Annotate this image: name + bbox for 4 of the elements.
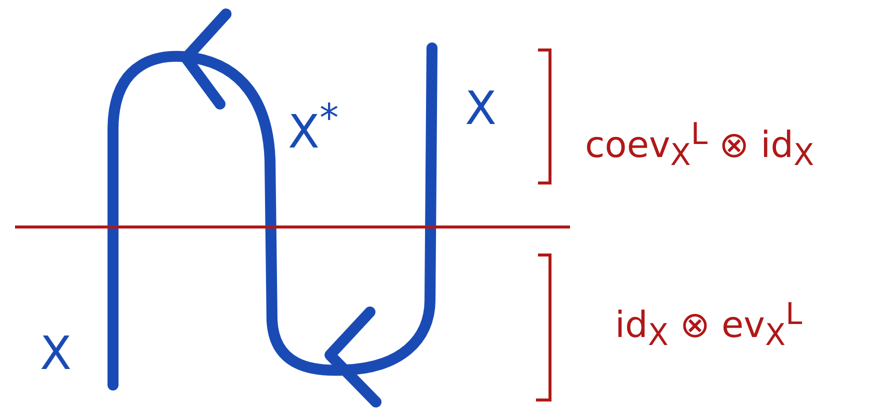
object-label: X [465, 85, 497, 131]
morphism-label: coev$_{X}$$^{L}$ ⊗ id$_{X}$ [585, 120, 814, 172]
object-label: X [40, 330, 72, 376]
object-label: X$^{*}$ [288, 100, 339, 154]
